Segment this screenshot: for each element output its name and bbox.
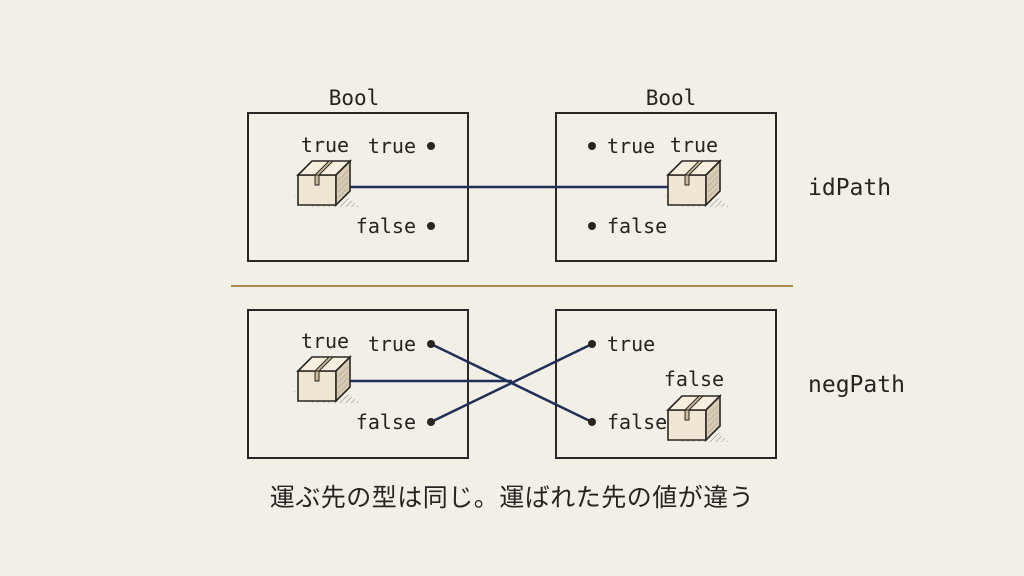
neg-path-label: negPath [808, 372, 905, 398]
dot-icon [427, 142, 435, 150]
top-right-box-label: true [670, 133, 718, 157]
bottom-right-box [555, 309, 777, 459]
cardboard-box-icon [663, 160, 731, 208]
dot-icon [588, 222, 596, 230]
top-left-point-label-true: true [368, 134, 416, 158]
bottom-right-box-label: false [664, 367, 724, 391]
cardboard-box-icon [293, 356, 361, 404]
top-left-box-label: true [301, 133, 349, 157]
bottom-left-point-label-true: true [368, 332, 416, 356]
dot-icon [588, 340, 596, 348]
cardboard-box-icon [663, 395, 731, 443]
dot-icon [427, 418, 435, 426]
bottom-left-box-label: true [301, 329, 349, 353]
bottom-left-point-label-false: false [356, 410, 416, 434]
top-left-type-label: Bool [329, 86, 380, 110]
dot-icon [427, 222, 435, 230]
bottom-right-point-label-true: true [607, 332, 655, 356]
bottom-right-point-label-false: false [607, 410, 667, 434]
caption: 運ぶ先の型は同じ。運ばれた先の値が違う [269, 483, 755, 512]
top-right-point-label-false: false [607, 214, 667, 238]
dot-icon [427, 340, 435, 348]
bottom-left-box [247, 309, 469, 459]
top-right-type-label: Bool [646, 86, 697, 110]
dot-icon [588, 142, 596, 150]
top-left-point-label-false: false [356, 214, 416, 238]
top-right-point-label-true: true [607, 134, 655, 158]
cardboard-box-icon [293, 160, 361, 208]
cross-line-false-to-true [430, 342, 593, 424]
id-path-label: idPath [808, 175, 891, 201]
dot-icon [588, 418, 596, 426]
